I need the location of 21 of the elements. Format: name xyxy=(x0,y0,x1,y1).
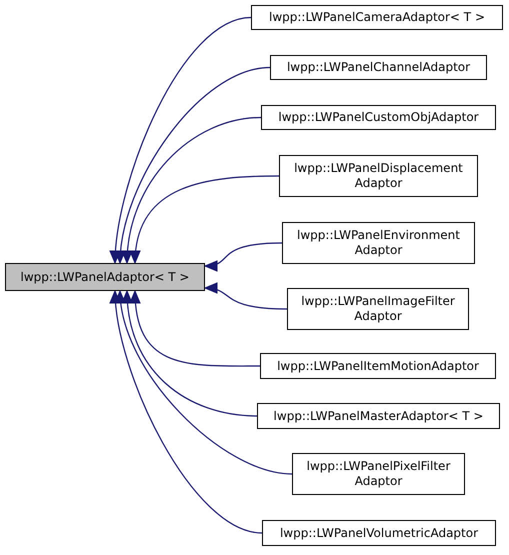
class-box: lwpp::LWPanelPixelFilter Adaptor xyxy=(292,453,465,495)
inheritance-arrow xyxy=(122,116,262,264)
class-box: lwpp::LWPanelCameraAdaptor< T > xyxy=(251,5,503,30)
class-box: lwpp::LWPanelMasterAdaptor< T > xyxy=(257,403,500,429)
inheritance-arrow xyxy=(130,175,279,264)
inheritance-arrow xyxy=(130,290,260,367)
inheritance-arrow xyxy=(116,290,292,475)
class-box: lwpp::LWPanelChannelAdaptor xyxy=(270,55,487,80)
class-box: lwpp::LWPanelItemMotionAdaptor xyxy=(260,353,496,379)
inheritance-arrow xyxy=(204,283,288,310)
class-box: lwpp::LWPanelAdaptor< T > xyxy=(5,263,205,291)
inheritance-arrow xyxy=(110,290,262,534)
class-box: lwpp::LWPanelImageFilter Adaptor xyxy=(287,288,469,330)
inheritance-arrow xyxy=(122,290,258,417)
class-box: lwpp::LWPanelDisplacement Adaptor xyxy=(279,155,478,197)
inheritance-arrow xyxy=(204,242,282,271)
inheritance-arrow xyxy=(115,66,270,264)
class-box: lwpp::LWPanelCustomObjAdaptor xyxy=(261,105,496,130)
inheritance-arrow xyxy=(110,16,252,264)
class-box: lwpp::LWPanelVolumetricAdaptor xyxy=(262,520,496,546)
class-box: lwpp::LWPanelEnvironment Adaptor xyxy=(282,222,475,264)
